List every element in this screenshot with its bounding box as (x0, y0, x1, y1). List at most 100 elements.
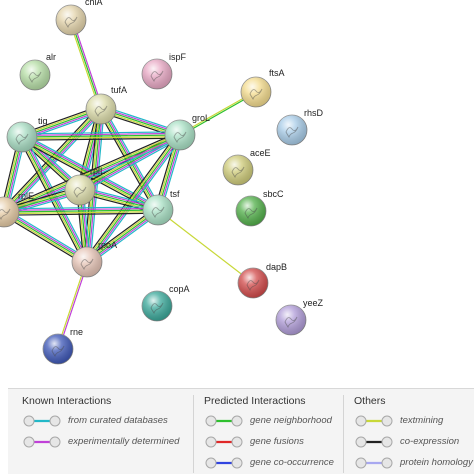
node-label-aceE: aceE (250, 148, 271, 158)
legend-predicted-interactions: Predicted Interactions gene neighborhood… (196, 395, 334, 476)
node-shine (238, 268, 268, 298)
node-shine (143, 195, 173, 225)
edge-evidence-experimental (4, 210, 89, 262)
node-shine (56, 5, 86, 35)
legend-known-interactions: Known Interactions from curated database… (14, 395, 179, 455)
edge-evidence-experimental (87, 135, 182, 264)
node-shine (241, 77, 271, 107)
legend-swatch-fusions (205, 436, 243, 448)
legend-item-homology: protein homology (346, 455, 473, 476)
edge-evidence-neighborhood (3, 134, 181, 213)
protein-structure-icon (73, 186, 87, 199)
protein-structure-icon (15, 133, 29, 146)
edge-tsf-dapB (157, 209, 254, 284)
protein-structure-icon (285, 126, 299, 139)
edge-evidence-neighborhood (3, 209, 159, 213)
node-rplL[interactable] (64, 174, 96, 206)
legend-item-textmining: textmining (346, 413, 443, 434)
node-shine (0, 197, 19, 227)
node-dapB[interactable] (237, 267, 269, 299)
node-groL[interactable] (164, 119, 196, 151)
edge-evidence-textmining (22, 135, 181, 140)
legend-item-neighborhood: gene neighborhood (196, 413, 332, 434)
legend-divider (193, 395, 194, 473)
edge-evidence-coexpression (83, 132, 178, 261)
protein-structure-icon (150, 302, 164, 315)
node-shine (142, 59, 172, 89)
protein-structure-icon (64, 16, 78, 29)
node-ftsA[interactable] (240, 76, 272, 108)
edge-evidence-textmining (157, 209, 254, 284)
node-label-rpoA: rpoA (98, 240, 117, 250)
node-label-rplE: rplE (18, 191, 34, 201)
legend-swatch-coexpression (355, 436, 393, 448)
legend-swatch-homology (355, 457, 393, 469)
node-tig[interactable] (6, 121, 38, 153)
protein-structure-icon (173, 131, 187, 144)
node-label-rhsD: rhsD (304, 108, 324, 118)
legend-item-coexpression: co-expression (346, 434, 459, 455)
node-ispF[interactable] (141, 58, 173, 90)
protein-structure-icon (80, 258, 94, 271)
node-shine (276, 305, 306, 335)
edge-evidence-textmining (85, 133, 180, 262)
edge-chiA-tufA (68, 19, 104, 110)
node-shine (236, 196, 266, 226)
legend-label-fusions: gene fusions (250, 436, 304, 447)
legend-item-fusions: gene fusions (196, 434, 306, 455)
protein-structure-icon (249, 88, 263, 101)
node-label-groL: groL (192, 113, 210, 123)
node-rne[interactable] (42, 333, 74, 365)
edge-evidence-textmining (20, 137, 87, 264)
edge-evidence-curated (21, 131, 180, 135)
protein-structure-icon (284, 316, 298, 329)
node-label-rne: rne (70, 327, 83, 337)
node-label-copA: copA (169, 284, 190, 294)
edge-evidence-textmining (3, 132, 180, 212)
node-shine (65, 175, 95, 205)
edge-evidence-coexpression (2, 214, 86, 266)
edge-evidence-curated (81, 137, 182, 194)
node-aceE[interactable] (222, 154, 254, 186)
node-tufA[interactable] (85, 93, 117, 125)
legend-others: Others textmining co-expression pr (346, 395, 473, 476)
legend-swatch-neighborhood (205, 415, 243, 427)
node-label-chiA: chiA (85, 0, 103, 7)
legend-label-curated: from curated databases (68, 415, 168, 426)
legend-swatch-experimental (23, 436, 61, 448)
node-rhsD[interactable] (276, 114, 308, 146)
node-alr[interactable] (19, 59, 51, 91)
node-shine (142, 291, 172, 321)
node-sbcC[interactable] (235, 195, 267, 227)
edge-rplE-tsf (3, 206, 159, 216)
node-rpoA[interactable] (71, 246, 103, 278)
node-label-ispF: ispF (169, 52, 187, 62)
protein-structure-icon (28, 71, 42, 84)
legend-known-title: Known Interactions (22, 395, 112, 407)
node-label-dapB: dapB (266, 262, 287, 272)
edge-evidence-curated (3, 206, 158, 210)
protein-structure-icon (150, 70, 164, 83)
protein-structure-icon (231, 166, 245, 179)
protein-structure-icon (151, 206, 165, 219)
node-yeeZ[interactable] (275, 304, 307, 336)
node-shine (20, 60, 50, 90)
node-shine (277, 115, 307, 145)
legend-label-cooccurrence: gene co-occurrence (250, 457, 334, 468)
node-label-tig: tig (38, 116, 48, 126)
legend-panel: Known Interactions from curated database… (8, 388, 474, 474)
protein-structure-icon (246, 279, 260, 292)
node-shine (7, 122, 37, 152)
edge-groL-rplE (2, 131, 182, 216)
edge-evidence-coexpression (22, 137, 181, 141)
legend-divider (343, 395, 344, 473)
legend-predicted-title: Predicted Interactions (204, 395, 306, 407)
node-rplE[interactable] (0, 196, 20, 228)
node-tsf[interactable] (142, 194, 174, 226)
node-copA[interactable] (141, 290, 173, 322)
node-label-tufA: tufA (111, 85, 127, 95)
node-chiA[interactable] (55, 4, 87, 36)
legend-item-cooccurrence: gene co-occurrence (196, 455, 334, 476)
